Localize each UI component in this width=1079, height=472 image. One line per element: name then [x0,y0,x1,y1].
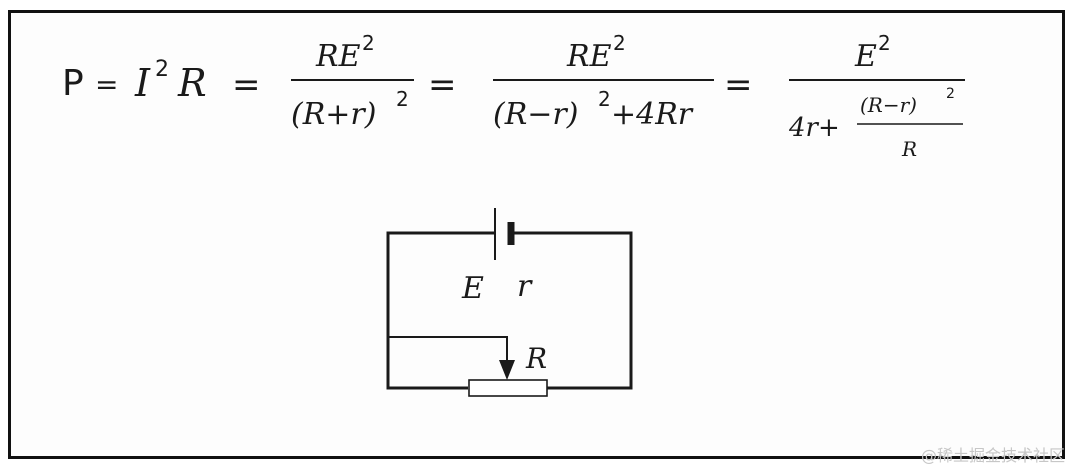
circuit-diagram [386,208,633,397]
fraction-1: RE 2 (R+r) 2 [291,31,414,132]
fraction-1-num-exp: 2 [362,31,375,55]
formula-eq-0: = [95,68,118,101]
formula-i: I [134,61,151,105]
formula-eq-2: = [428,65,457,105]
rheostat-label: R [525,342,547,375]
fraction-3: E 2 4r+ (R−r) 2 R [788,31,965,161]
fraction-2-numerator: RE [566,39,612,74]
fraction-2-num-exp: 2 [613,31,626,55]
formula-r: R [177,61,207,105]
fraction-3-inner-num-exp: 2 [946,86,955,102]
fraction-2: RE 2 (R−r) 2 +4Rr [493,31,714,132]
formula-eq-1: = [232,65,261,105]
formula-eq-3: = [724,65,753,105]
emf-label: E [461,271,484,306]
fraction-2-den-exp: 2 [598,87,611,111]
fraction-2-denominator-b: +4Rr [611,97,694,132]
internal-resistance-label: r [517,269,533,304]
formula-p: P [62,63,84,104]
fraction-3-inner-numerator: (R−r) [860,93,917,117]
rheostat-resistor [468,379,548,397]
fraction-3-denominator-a: 4r+ [788,113,840,143]
wire-right-loop [513,231,633,390]
watermark: @稀土掘金技术社区 [920,446,1065,465]
fraction-1-numerator: RE [315,39,361,74]
fraction-2-denominator-a: (R−r) [493,97,578,132]
fraction-1-denominator: (R+r) [291,97,376,132]
fraction-3-numerator: E [854,39,877,74]
fraction-1-den-exp: 2 [396,87,409,111]
wire-left-loop [386,231,495,390]
slider-arrow [499,360,515,380]
fraction-3-inner-denominator: R [901,137,917,161]
formula-i-exp: 2 [155,57,169,82]
fraction-3-num-exp: 2 [878,31,891,55]
slider-wire [388,336,508,362]
power-formula: P = I 2 R = RE 2 (R+r) 2 = RE 2 (R−r) 2 … [62,31,965,161]
